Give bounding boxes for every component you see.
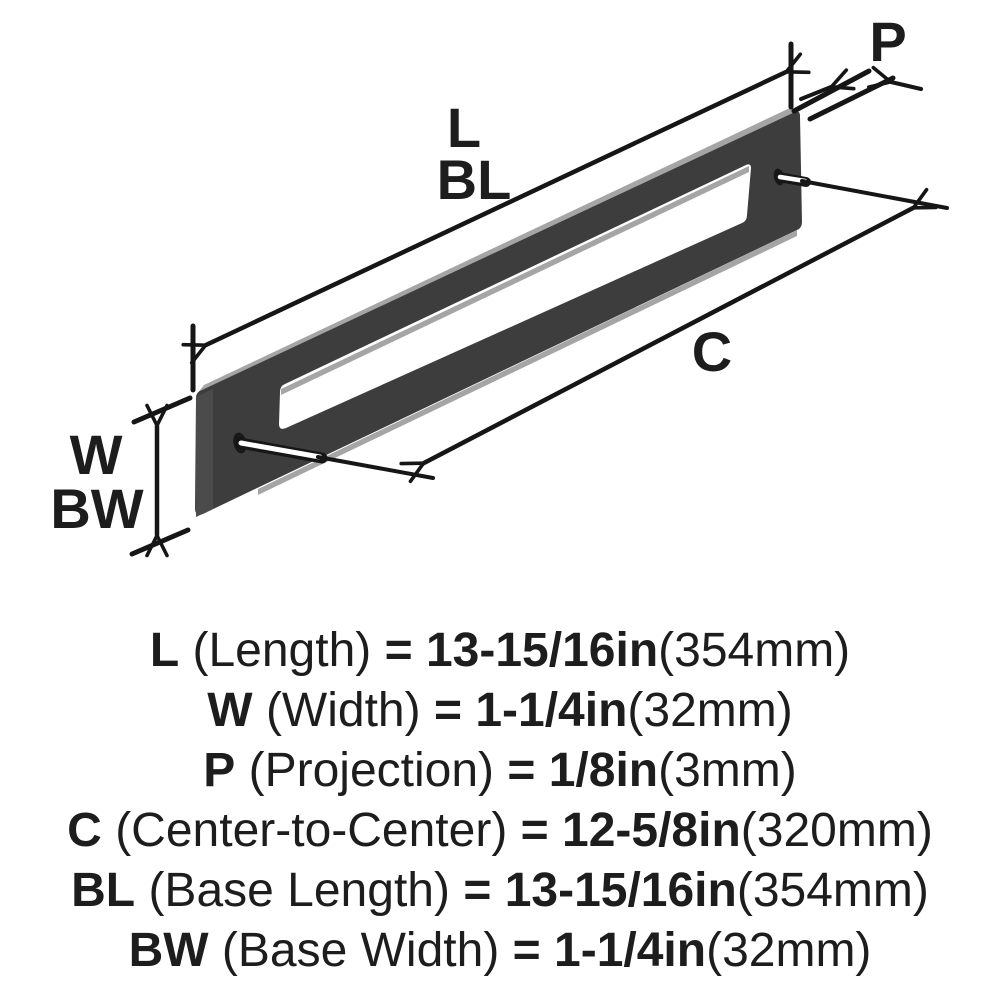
leader-left-tail [316, 455, 435, 480]
spec-name: (Base Width) [221, 924, 500, 977]
spec-eq: = [507, 744, 536, 797]
spec-row-length: L (Length) = 13-15/16in(354mm) [0, 621, 1000, 681]
spec-value: 13-15/16in [504, 864, 737, 917]
spec-abbr: C [67, 804, 102, 857]
width-label: W [70, 423, 123, 486]
projection-arrow-right [799, 68, 856, 101]
spec-eq: = [512, 924, 541, 977]
spec-abbr: W [207, 684, 253, 737]
left-end-side-face [196, 389, 213, 517]
base-width-label: BW [50, 477, 143, 540]
spec-name: (Width) [265, 684, 421, 737]
dimension-annotations [129, 41, 949, 558]
spec-eq: = [433, 684, 462, 737]
spec-value: 13-15/16in [425, 624, 659, 677]
spec-metric: (32mm) [706, 924, 872, 977]
spec-abbr: P [203, 744, 236, 797]
spec-metric: (320mm) [740, 804, 933, 857]
spec-value: 12-5/8in [562, 804, 741, 857]
spec-row-projection: P (Projection) = 1/8in(3mm) [0, 741, 1000, 801]
spec-eq: = [463, 864, 492, 917]
spec-value: 1-1/4in [475, 684, 628, 737]
spec-list: L (Length) = 13-15/16in(354mm) W (Width)… [0, 621, 1000, 981]
spec-name: (Base Length) [148, 864, 450, 917]
leader-right-tail [800, 179, 949, 210]
spec-metric: (32mm) [627, 684, 793, 737]
spec-metric: (354mm) [736, 864, 929, 917]
spec-eq: = [520, 804, 549, 857]
leader-left-core [238, 440, 323, 460]
spec-row-base-length: BL (Base Length) = 13-15/16in(354mm) [0, 861, 1000, 921]
length-label: L [447, 96, 481, 159]
spec-row-width: W (Width) = 1-1/4in(32mm) [0, 681, 1000, 741]
spec-metric: (3mm) [658, 744, 797, 797]
spec-abbr: BW [128, 924, 209, 977]
spec-abbr: L [149, 624, 180, 677]
projection-label: P [869, 10, 906, 73]
spec-eq: = [384, 624, 413, 677]
spec-row-base-width: BW (Base Width) = 1-1/4in(32mm) [0, 921, 1000, 981]
projection-ext-line-front [791, 68, 872, 114]
spec-row-center-to-center: C (Center-to-Center) = 12-5/8in(320mm) [0, 801, 1000, 861]
width-tick-top [131, 395, 193, 425]
spec-name: (Projection) [248, 744, 495, 797]
spec-metric: (354mm) [658, 624, 851, 677]
base-length-label: BL [437, 148, 512, 211]
spec-value: 1-1/4in [554, 924, 707, 977]
pull-body [195, 111, 802, 515]
spec-abbr: BL [71, 864, 136, 917]
projection-arrow-left [866, 65, 923, 91]
spec-name: (Length) [192, 624, 372, 677]
spec-name: (Center-to-Center) [115, 804, 508, 857]
center-label: C [692, 320, 732, 383]
center-dim-line [399, 187, 938, 484]
spec-value: 1/8in [548, 744, 659, 797]
